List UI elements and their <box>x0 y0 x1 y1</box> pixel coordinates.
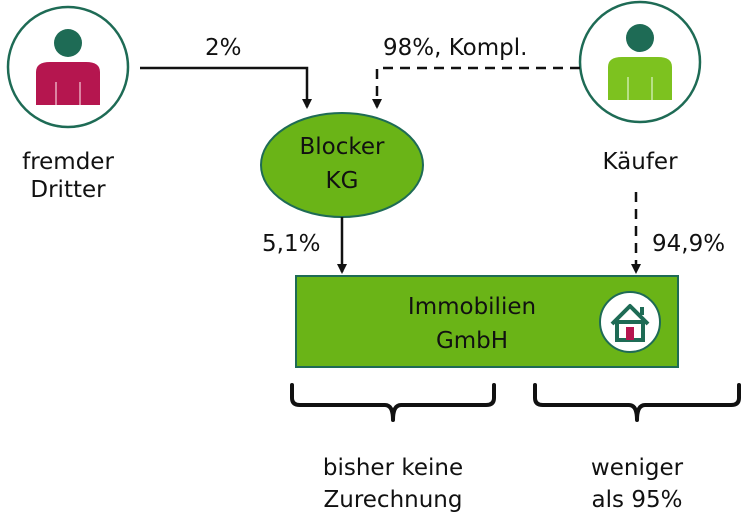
third-party-label-line1: fremder <box>22 149 114 175</box>
buyer-person-icon <box>578 0 702 124</box>
third-party-person-icon <box>6 5 130 129</box>
edge-third-to-blocker <box>140 66 312 109</box>
third-party-label-line2: Dritter <box>30 177 106 203</box>
edge-buyer-to-blocker <box>372 66 580 109</box>
right-bracket-caption: weniger als 95% <box>537 452 737 516</box>
left-bracket-caption-line1: bisher keine <box>322 455 464 481</box>
edge-label-98-percent: 98%, Kompl. <box>383 35 528 61</box>
third-party-label: fremder Dritter <box>8 148 128 204</box>
immobilien-gmbh-label: Immobilien GmbH <box>392 290 552 358</box>
buyer-label: Käufer <box>602 149 678 175</box>
right-bracket-caption-line2: als 95% <box>591 487 683 513</box>
edge-label-94-9-percent: 94,9% <box>652 231 726 257</box>
right-bracket-caption-line1: weniger <box>590 455 684 481</box>
house-icon <box>599 291 661 353</box>
left-bracket <box>290 383 496 422</box>
blocker-kg-label-line1: Blocker <box>299 134 385 160</box>
edge-label-2-percent: 2% <box>205 35 242 61</box>
blocker-kg-label-line2: KG <box>325 168 359 194</box>
right-bracket <box>533 383 741 422</box>
immobilien-gmbh-label-line2: GmbH <box>435 328 509 354</box>
blocker-kg-label: Blocker KG <box>262 130 422 198</box>
left-bracket-caption: bisher keine Zurechnung <box>293 452 493 516</box>
immobilien-gmbh-label-line1: Immobilien <box>407 294 537 320</box>
left-bracket-caption-line2: Zurechnung <box>323 487 463 513</box>
edge-label-5-1-percent: 5,1% <box>262 231 321 257</box>
